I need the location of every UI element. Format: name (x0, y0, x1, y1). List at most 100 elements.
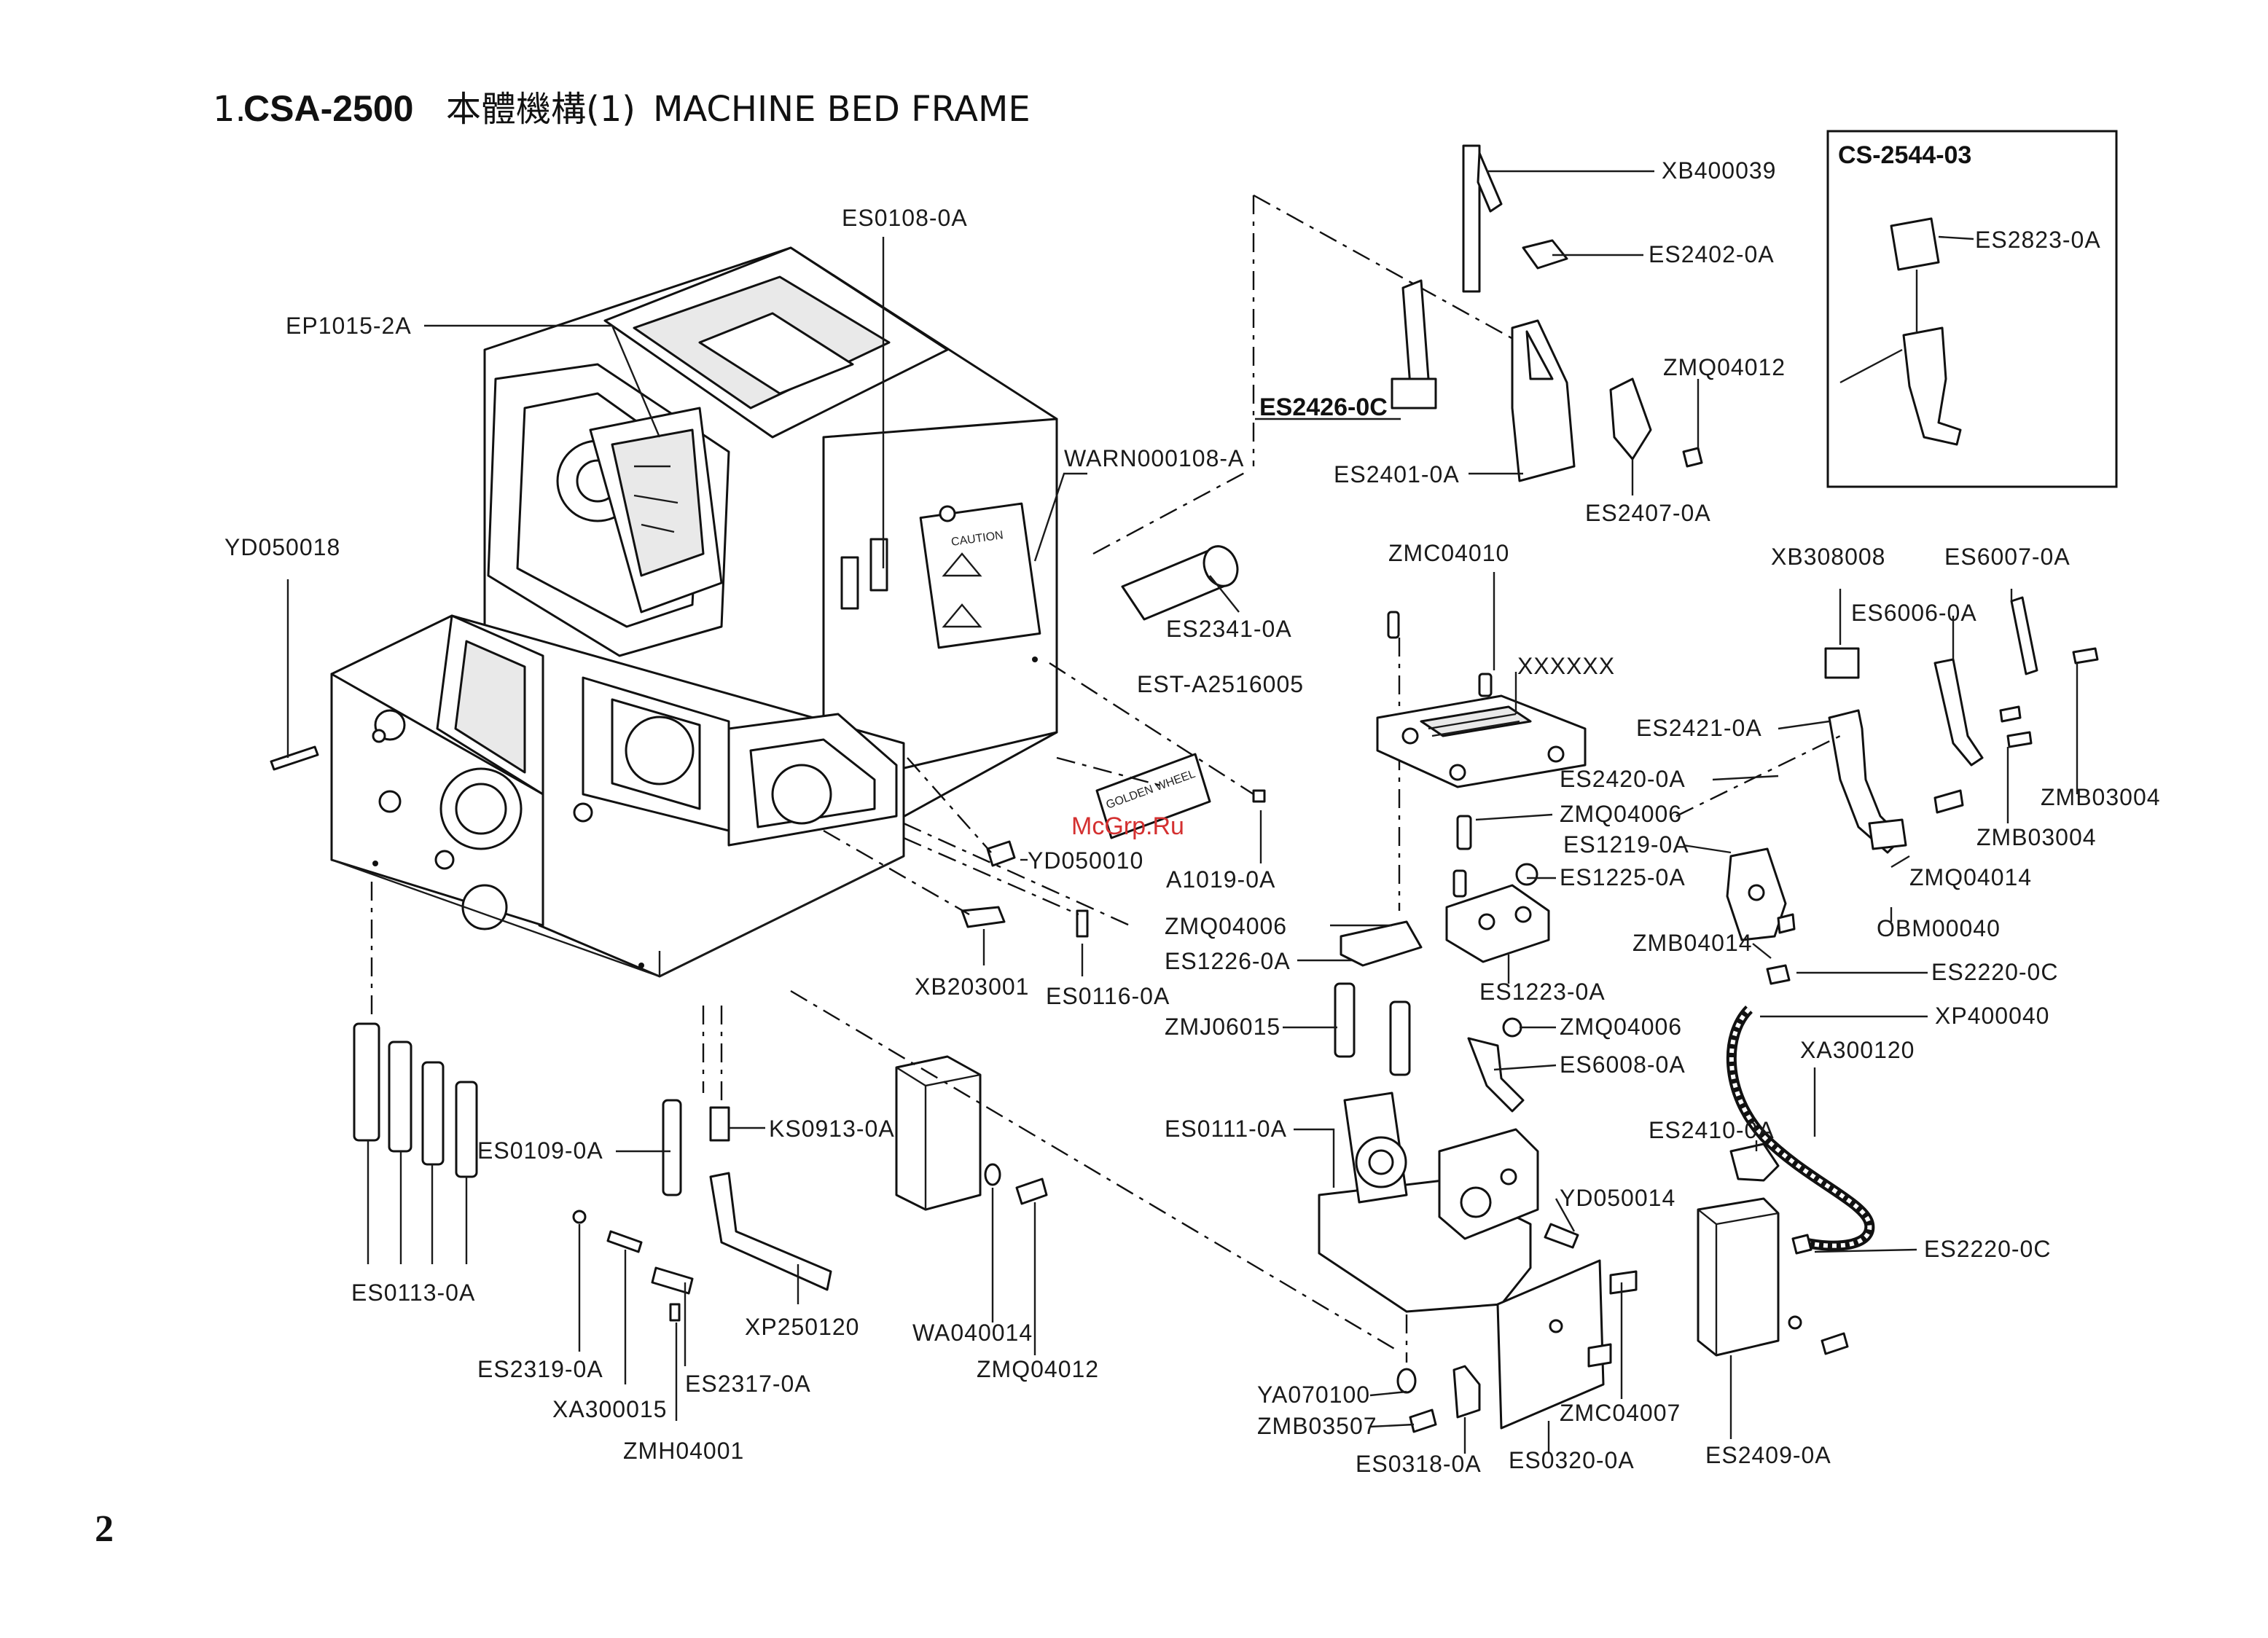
label-zmb03004-a: ZMB03004 (2041, 784, 2161, 810)
label-es0318-0a: ES0318-0A (1356, 1451, 1482, 1477)
part-tank-block (895, 1055, 982, 1211)
label-es0320-0a: ES0320-0A (1509, 1447, 1635, 1473)
label-es2407-0a: ES2407-0A (1585, 500, 1711, 526)
label-zmq04012-upper: ZMQ04012 (1663, 354, 1786, 380)
label-a1019-0a: A1019-0A (1166, 866, 1275, 893)
leader-lines (286, 170, 2079, 1454)
part-wa040014-washer (984, 1163, 1001, 1186)
label-es1219-0a: ES1219-0A (1563, 831, 1689, 858)
label-zmq04012-lower: ZMQ04012 (977, 1356, 1099, 1382)
label-es2426-0c: ES2426-0C (1259, 393, 1388, 421)
es6008-arm (1467, 1037, 1525, 1113)
label-est-a2516005: EST-A2516005 (1137, 671, 1304, 697)
inset-title: CS-2544-03 (1838, 141, 1971, 169)
machine-bed-frame-drawing: CAUTION (330, 246, 1058, 978)
label-xxxxxx: XXXXXX (1517, 653, 1615, 679)
label-zmb03507: ZMB03507 (1257, 1413, 1377, 1439)
page-title: 1. CSA-2500 本體機構(1) MACHINE BED FRAME (213, 88, 1031, 130)
label-xa300120: XA300120 (1800, 1037, 1915, 1063)
label-ep1015-2a: EP1015-2A (286, 313, 412, 339)
label-zmb04014: ZMB04014 (1632, 930, 1753, 956)
title-number: 1. (213, 89, 246, 130)
looper-and-cable-drawing (1675, 596, 2099, 1357)
part-es2319-ball (572, 1210, 587, 1224)
label-obm00040: OBM00040 (1877, 915, 2001, 941)
label-zmq04006-a: ZMQ04006 (1560, 801, 1682, 827)
part-ks0913-bolt (709, 1106, 730, 1142)
label-es2410-0a: ES2410-0A (1649, 1117, 1775, 1143)
page-number: 2 (95, 1508, 114, 1550)
part-zmq04012-screw (1015, 1177, 1048, 1205)
label-es1226-0a: ES1226-0A (1165, 948, 1291, 974)
label-yd050018: YD050018 (224, 534, 340, 560)
label-es2220-0c-a: ES2220-0C (1931, 959, 2058, 985)
label-es0109-0a: ES0109-0A (477, 1137, 603, 1164)
label-xb308008: XB308008 (1771, 544, 1885, 570)
part-a1019-screw (1252, 789, 1266, 803)
label-wa040014: WA040014 (912, 1320, 1033, 1346)
part-zmh04001 (669, 1303, 681, 1322)
label-yd050014: YD050014 (1560, 1185, 1675, 1211)
label-xb203001: XB203001 (915, 973, 1029, 1000)
needle-plate-assembly (1318, 611, 1638, 1433)
part-xb203001 (961, 906, 1006, 928)
label-zmc04010: ZMC04010 (1388, 540, 1509, 566)
label-es1223-0a: ES1223-0A (1479, 979, 1606, 1005)
zmb03507-screw (1409, 1408, 1437, 1433)
label-zmq04006-c: ZMQ04006 (1560, 1014, 1682, 1040)
label-es2409-0a: ES2409-0A (1705, 1442, 1831, 1468)
ya070100-ring (1396, 1368, 1417, 1394)
part-es0109-rod (662, 1099, 682, 1196)
knife-assembly-drawing (1391, 144, 1703, 482)
es6006-arm (1933, 658, 1984, 767)
label-warn000108-a: WARN000108-A (1064, 445, 1244, 471)
watermark-text: McGrp.Ru (1071, 812, 1184, 840)
label-xp250120: XP250120 (745, 1314, 859, 1340)
label-es2402-0a: ES2402-0A (1649, 241, 1775, 267)
label-xb400039: XB400039 (1662, 157, 1776, 184)
label-es2420-0a: ES2420-0A (1560, 766, 1686, 792)
label-zmj06015: ZMJ06015 (1165, 1014, 1280, 1040)
label-zmb03004-b: ZMB03004 (1976, 824, 2097, 850)
label-es2341-0a: ES2341-0A (1166, 616, 1292, 642)
label-ks0913-0a: KS0913-0A (769, 1116, 895, 1142)
es2409-tank (1697, 1197, 1780, 1357)
label-xa300015: XA300015 (552, 1396, 667, 1422)
inset-part-label: ES2823-0A (1975, 227, 2101, 253)
label-xp400040: XP400040 (1935, 1003, 2049, 1029)
label-es2421-0a: ES2421-0A (1636, 715, 1762, 741)
part-xa300015-spring (606, 1230, 643, 1253)
es0320-plate (1496, 1259, 1605, 1430)
part-es0113-studs (353, 1022, 478, 1178)
label-es0111-0a: ES0111-0A (1165, 1116, 1287, 1142)
part-es2317-pin (651, 1266, 694, 1295)
part-yd050010-pin (986, 840, 1016, 867)
label-es0113-0a: ES0113-0A (351, 1280, 475, 1306)
part-es0116-clip (1076, 909, 1089, 938)
yd050014-pin (1544, 1223, 1579, 1249)
part-yd050018-pin (270, 745, 319, 771)
label-zmh04001: ZMH04001 (623, 1438, 744, 1464)
label-zmq04006-b: ZMQ04006 (1165, 913, 1287, 939)
title-english: MACHINE BED FRAME (653, 89, 1031, 130)
zmj06015-screw (1334, 982, 1356, 1058)
label-es2401-0a: ES2401-0A (1334, 461, 1460, 487)
label-es0108-0a: ES0108-0A (842, 205, 968, 231)
label-es6008-0a: ES6008-0A (1560, 1051, 1686, 1078)
label-es2319-0a: ES2319-0A (477, 1356, 603, 1382)
label-yd050010: YD050010 (1028, 847, 1143, 874)
needle-plate (1376, 694, 1587, 788)
label-es1225-0a: ES1225-0A (1560, 864, 1686, 890)
part-labels: EP1015-2A ES0108-0A YD050018 WARN000108-… (224, 157, 2161, 1477)
label-es0116-0a: ES0116-0A (1046, 983, 1170, 1009)
label-es2220-0c-b: ES2220-0C (1924, 1236, 2051, 1262)
xb308008-block (1824, 647, 1860, 679)
title-model: CSA-2500 (243, 88, 413, 129)
es1226-bracket (1340, 920, 1423, 967)
part-xp250120-hose (709, 1172, 832, 1291)
label-es2317-0a: ES2317-0A (685, 1371, 811, 1397)
es0318-clip (1452, 1365, 1481, 1419)
label-es6006-0a: ES6006-0A (1851, 600, 1977, 626)
